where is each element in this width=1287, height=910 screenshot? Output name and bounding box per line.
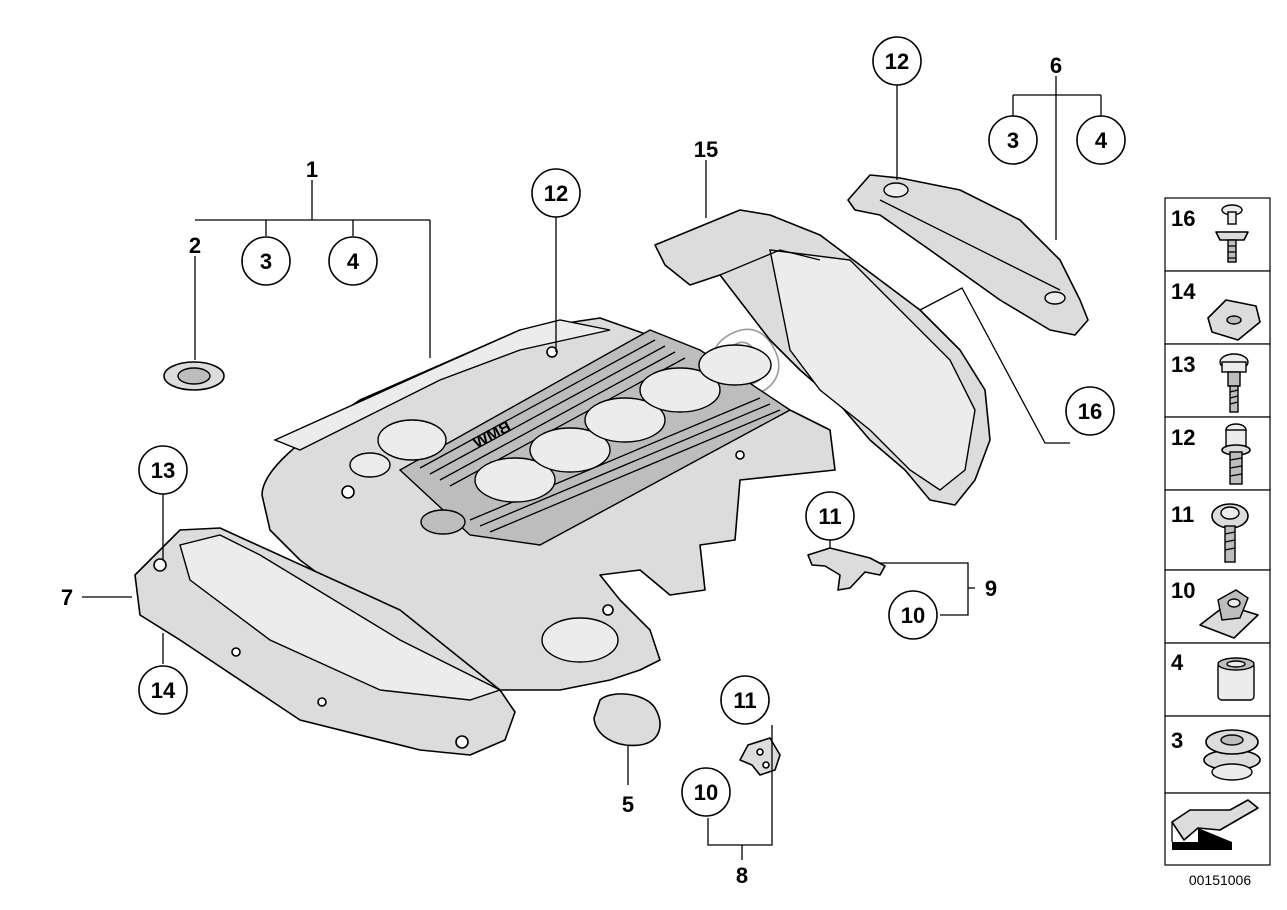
callout-13: 13 [138, 445, 188, 495]
svg-text:10: 10 [694, 780, 718, 805]
grommet-icon [1203, 729, 1261, 781]
svg-text:10: 10 [901, 603, 925, 628]
svg-text:11: 11 [1171, 502, 1194, 527]
callout-4-left: 4 [328, 236, 378, 286]
callout-12-middle: 12 [531, 168, 581, 218]
bolt-icon [1221, 423, 1251, 485]
callout-9: 9 [985, 576, 997, 601]
hardware-legend-panel: 16 14 13 [1164, 197, 1271, 866]
svg-text:3: 3 [260, 249, 272, 274]
svg-text:4: 4 [347, 249, 360, 274]
svg-text:4: 4 [1095, 128, 1108, 153]
callout-6: 6 [1050, 53, 1062, 78]
flange-screw-icon [1211, 503, 1249, 563]
callout-15: 15 [694, 137, 718, 162]
leader-lines [82, 76, 1102, 860]
legend-cell-16: 16 [1164, 197, 1271, 272]
callout-10-upper: 10 [888, 590, 938, 640]
shoulder-screw-icon [1219, 353, 1249, 413]
cap-part [593, 693, 661, 747]
callout-16: 16 [1065, 386, 1115, 436]
callout-10-lower: 10 [681, 767, 731, 817]
legend-cell-3: 3 [1164, 715, 1271, 794]
svg-text:13: 13 [151, 458, 175, 483]
callout-4-right: 4 [1076, 115, 1126, 165]
legend-cell-12: 12 [1164, 416, 1271, 491]
svg-text:11: 11 [818, 504, 841, 529]
svg-text:14: 14 [151, 678, 176, 703]
callout-3-left: 3 [241, 236, 291, 286]
upper-cover-part [847, 174, 1089, 336]
legend-cell-arrow [1164, 792, 1271, 866]
front-cover-part [134, 527, 516, 756]
legend-cell-10: 10 [1164, 569, 1271, 644]
bracket-9-part [807, 547, 886, 591]
callout-8: 8 [736, 863, 748, 888]
callout-3-right: 3 [988, 115, 1038, 165]
sleeve-icon [1217, 657, 1255, 701]
callout-12-top: 12 [872, 36, 922, 86]
engine-cover-part: BMW [261, 317, 836, 691]
callout-11-upper: 11 [805, 491, 855, 541]
svg-text:3: 3 [1007, 128, 1019, 153]
svg-text:11: 11 [733, 688, 756, 713]
svg-text:13: 13 [1171, 352, 1195, 377]
clip-nut-icon [1207, 299, 1261, 341]
callout-2: 2 [189, 233, 201, 258]
svg-text:12: 12 [1171, 425, 1195, 450]
legend-cell-11: 11 [1164, 489, 1271, 571]
svg-text:12: 12 [544, 181, 568, 206]
callouts: 1 2 3 4 12 15 12 6 3 4 16 [61, 36, 1126, 888]
svg-text:14: 14 [1171, 279, 1196, 304]
arrow-icon [1171, 799, 1259, 850]
callout-1: 1 [306, 157, 318, 182]
svg-text:12: 12 [885, 49, 909, 74]
callout-11-lower: 11 [720, 675, 770, 725]
speed-nut-icon [1199, 589, 1259, 639]
legend-cell-14: 14 [1164, 270, 1271, 345]
svg-text:16: 16 [1078, 399, 1102, 424]
bracket-8-part [739, 737, 781, 776]
svg-text:16: 16 [1171, 206, 1195, 231]
callout-5: 5 [622, 792, 634, 817]
svg-text:10: 10 [1171, 578, 1195, 603]
legend-cell-4: 4 [1164, 642, 1271, 717]
legend-cell-13: 13 [1164, 343, 1271, 418]
bmw-emblem-part [163, 361, 225, 391]
diagram-reference-number: 00151006 [1189, 872, 1252, 888]
callout-7: 7 [61, 585, 73, 610]
svg-text:4: 4 [1171, 650, 1184, 675]
callout-14: 14 [138, 665, 188, 715]
push-rivet-icon [1215, 204, 1249, 263]
side-cover-part [654, 209, 991, 506]
svg-text:3: 3 [1171, 728, 1183, 753]
